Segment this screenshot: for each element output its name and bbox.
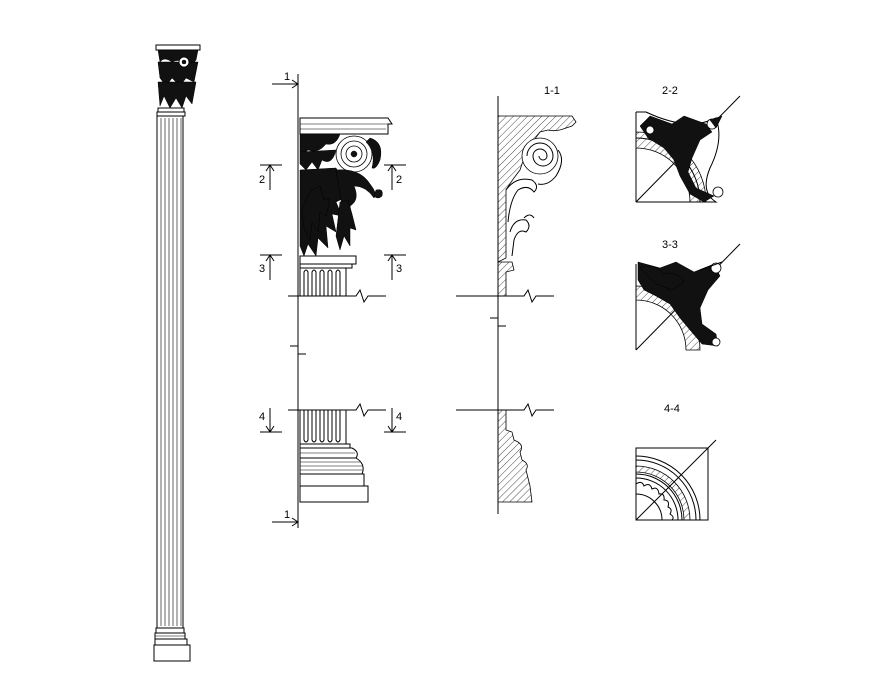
cut-marker-1-bottom: 1 xyxy=(272,509,299,527)
full-column-elevation xyxy=(153,44,201,662)
cut-label-2-right: 2 xyxy=(396,174,402,186)
cut-marker-4-right: 4 xyxy=(384,408,406,433)
section-title-2-2: 2-2 xyxy=(662,85,678,97)
section-4-4-view: 4-4 xyxy=(635,403,717,521)
cut-marker-1-top: 1 xyxy=(272,71,299,89)
full-column-shaft xyxy=(156,115,184,629)
cut-marker-2-left: 2 xyxy=(259,164,282,190)
cut-label-4-right: 4 xyxy=(396,411,402,423)
cut-label-1-top: 1 xyxy=(284,71,290,83)
section-title-3-3: 3-3 xyxy=(662,239,678,251)
cut-label-1-bottom: 1 xyxy=(284,509,290,521)
cut-label-3-left: 3 xyxy=(259,263,265,275)
section-title-1-1: 1-1 xyxy=(544,85,560,97)
section-title-4-4: 4-4 xyxy=(664,403,680,415)
cut-label-2-left: 2 xyxy=(259,174,265,186)
full-column-base xyxy=(153,627,191,662)
cut-marker-2-right: 2 xyxy=(384,164,406,190)
cut-marker-3-left: 3 xyxy=(259,254,282,280)
full-column-capital xyxy=(155,44,201,117)
cut-label-3-right: 3 xyxy=(396,263,402,275)
elevation-lower-flutes xyxy=(299,410,347,444)
section-3-3-view: 3-3 xyxy=(635,239,741,351)
elevation-detail: 1 1 2 2 3 3 xyxy=(259,71,406,528)
cut-label-4-left: 4 xyxy=(259,411,265,423)
cut-marker-3-right: 3 xyxy=(384,254,406,280)
section-2-2-view: 2-2 xyxy=(635,85,741,203)
section-1-1-view: 1-1 xyxy=(456,85,577,514)
elevation-upper-flutes xyxy=(299,268,347,296)
cut-marker-4-left: 4 xyxy=(259,408,282,433)
